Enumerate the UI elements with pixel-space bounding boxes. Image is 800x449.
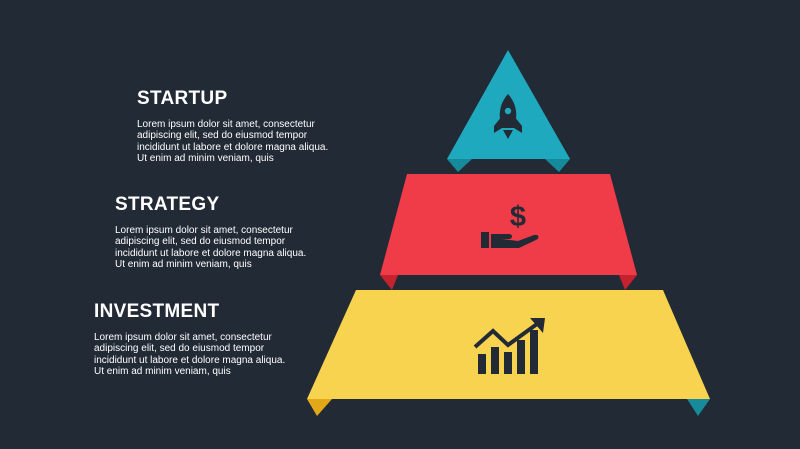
tier-strategy-shadow-left (380, 275, 398, 290)
tier-investment (307, 290, 710, 416)
tier-startup (447, 50, 570, 172)
tier-investment-shadow-left (307, 399, 332, 416)
startup-title: STARTUP (137, 88, 228, 109)
strategy-text-block: STRATEGY Lorem ipsum dolor sit amet, con… (115, 194, 311, 271)
growth-chart-icon (473, 318, 545, 374)
investment-text-block: INVESTMENT Lorem ipsum dolor sit amet, c… (94, 301, 290, 378)
strategy-description: Lorem ipsum dolor sit amet, consectetur … (115, 225, 307, 271)
tier-startup-shadow-right (545, 159, 570, 172)
tier-strategy-shape (380, 174, 637, 275)
investment-title: INVESTMENT (94, 301, 220, 322)
tier-startup-shadow-left (447, 159, 472, 172)
hand-dollar-icon: $ (481, 201, 539, 248)
startup-description: Lorem ipsum dolor sit amet, consectetur … (137, 119, 329, 165)
strategy-title: STRATEGY (115, 194, 220, 215)
tier-strategy: $ (380, 174, 637, 290)
rocket-icon (494, 94, 522, 139)
tier-investment-shadow-right (687, 399, 710, 416)
startup-text-block: STARTUP Lorem ipsum dolor sit amet, cons… (137, 88, 333, 165)
svg-text:$: $ (510, 201, 526, 233)
investment-description: Lorem ipsum dolor sit amet, consectetur … (94, 332, 286, 378)
tier-strategy-shadow-right (619, 275, 637, 290)
